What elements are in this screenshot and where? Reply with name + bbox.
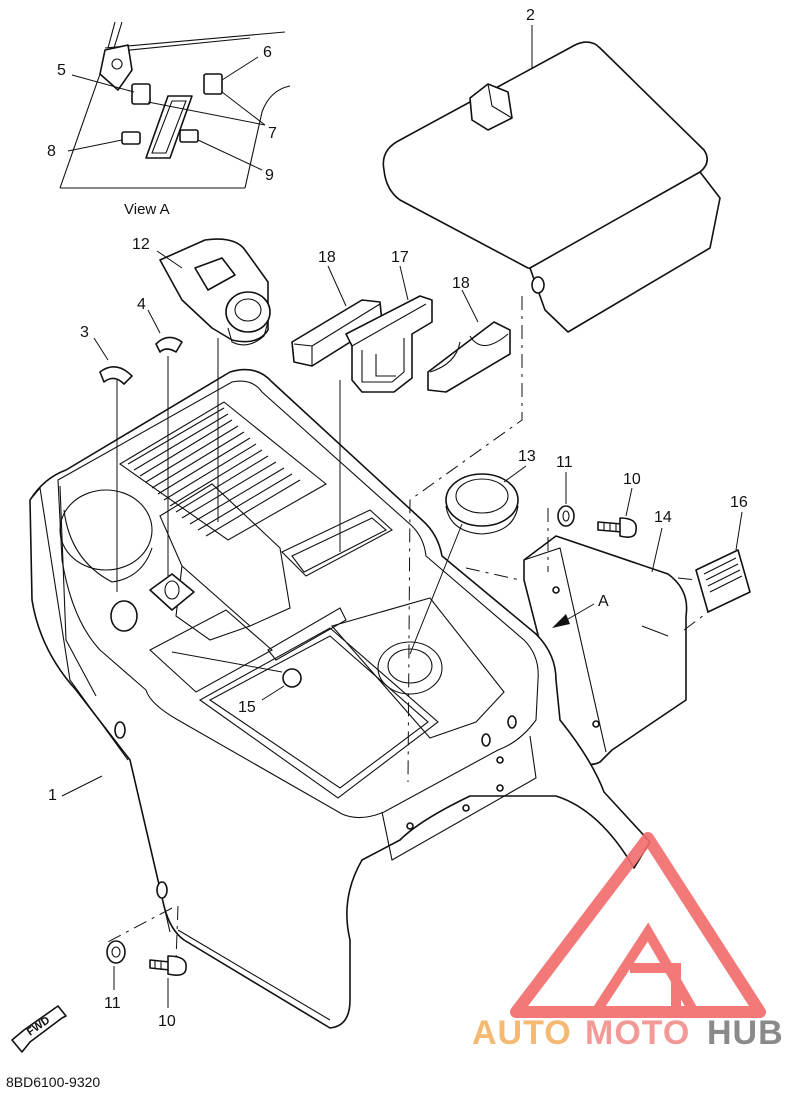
emblem-3: 3 [80,324,133,385]
callout-1: 1 [48,787,57,804]
arrow-a: A [552,593,609,628]
callout-13: 13 [518,448,536,465]
callout-17: 17 [391,249,409,266]
callout-11-upper: 11 [556,454,573,471]
callout-14: 14 [654,509,672,526]
cup-holder-assy: 12 [132,236,271,346]
bolt-10-lower: 10 [149,955,187,1030]
console-body: 1 [29,368,651,1029]
view-a-inset: 5 6 7 8 9 View A [47,21,291,218]
callout-6: 6 [263,44,272,61]
arrow-a-label: A [598,593,609,610]
watermark-hub: HUB [707,1014,784,1052]
callout-8: 8 [47,143,56,160]
automotohub-logo [510,832,766,1018]
bolt-10-upper: 10 [597,471,641,538]
watermark-moto: MOTO [585,1014,690,1052]
callout-10-lower: 10 [158,1013,176,1030]
callout-15: 15 [238,699,256,716]
cushion-8 [121,131,141,145]
callout-11-lower: 11 [104,995,121,1012]
plug-15: 15 [238,668,302,716]
console-lid: 2 [382,7,721,333]
watermark-auto: AUTO [472,1014,572,1052]
assembly-lines [103,296,549,961]
grommet-13: 13 [445,448,536,535]
part-code: 8BD6100-9320 [6,1074,100,1090]
cushion-5 [131,83,151,105]
logo-triangle-icon [510,832,766,1018]
callout-9: 9 [265,167,274,184]
callout-16: 16 [730,494,748,511]
cushion-9 [179,129,199,143]
callout-18-b: 18 [452,275,470,292]
callout-5: 5 [57,62,66,79]
view-a-slot [145,95,193,159]
pad-18-right: 18 [427,275,511,393]
callout-18-a: 18 [318,249,336,266]
callout-10-upper: 10 [623,471,641,488]
callout-3: 3 [80,324,89,341]
pad-18-left: 18 [291,249,383,367]
nut-11-lower: 11 [104,940,126,1012]
callout-12: 12 [132,236,150,253]
emblem-4: 4 [137,296,183,353]
callout-2: 2 [526,7,535,24]
callout-7: 7 [268,125,277,142]
nut-11-upper: 11 [556,454,575,527]
plate-16: 16 [677,494,751,631]
callout-4: 4 [137,296,146,313]
fwd-arrow-badge: FWD [11,1005,67,1053]
bracket-17: 17 [345,249,433,393]
view-a-caption: View A [124,201,170,218]
cushion-6 [203,73,223,95]
